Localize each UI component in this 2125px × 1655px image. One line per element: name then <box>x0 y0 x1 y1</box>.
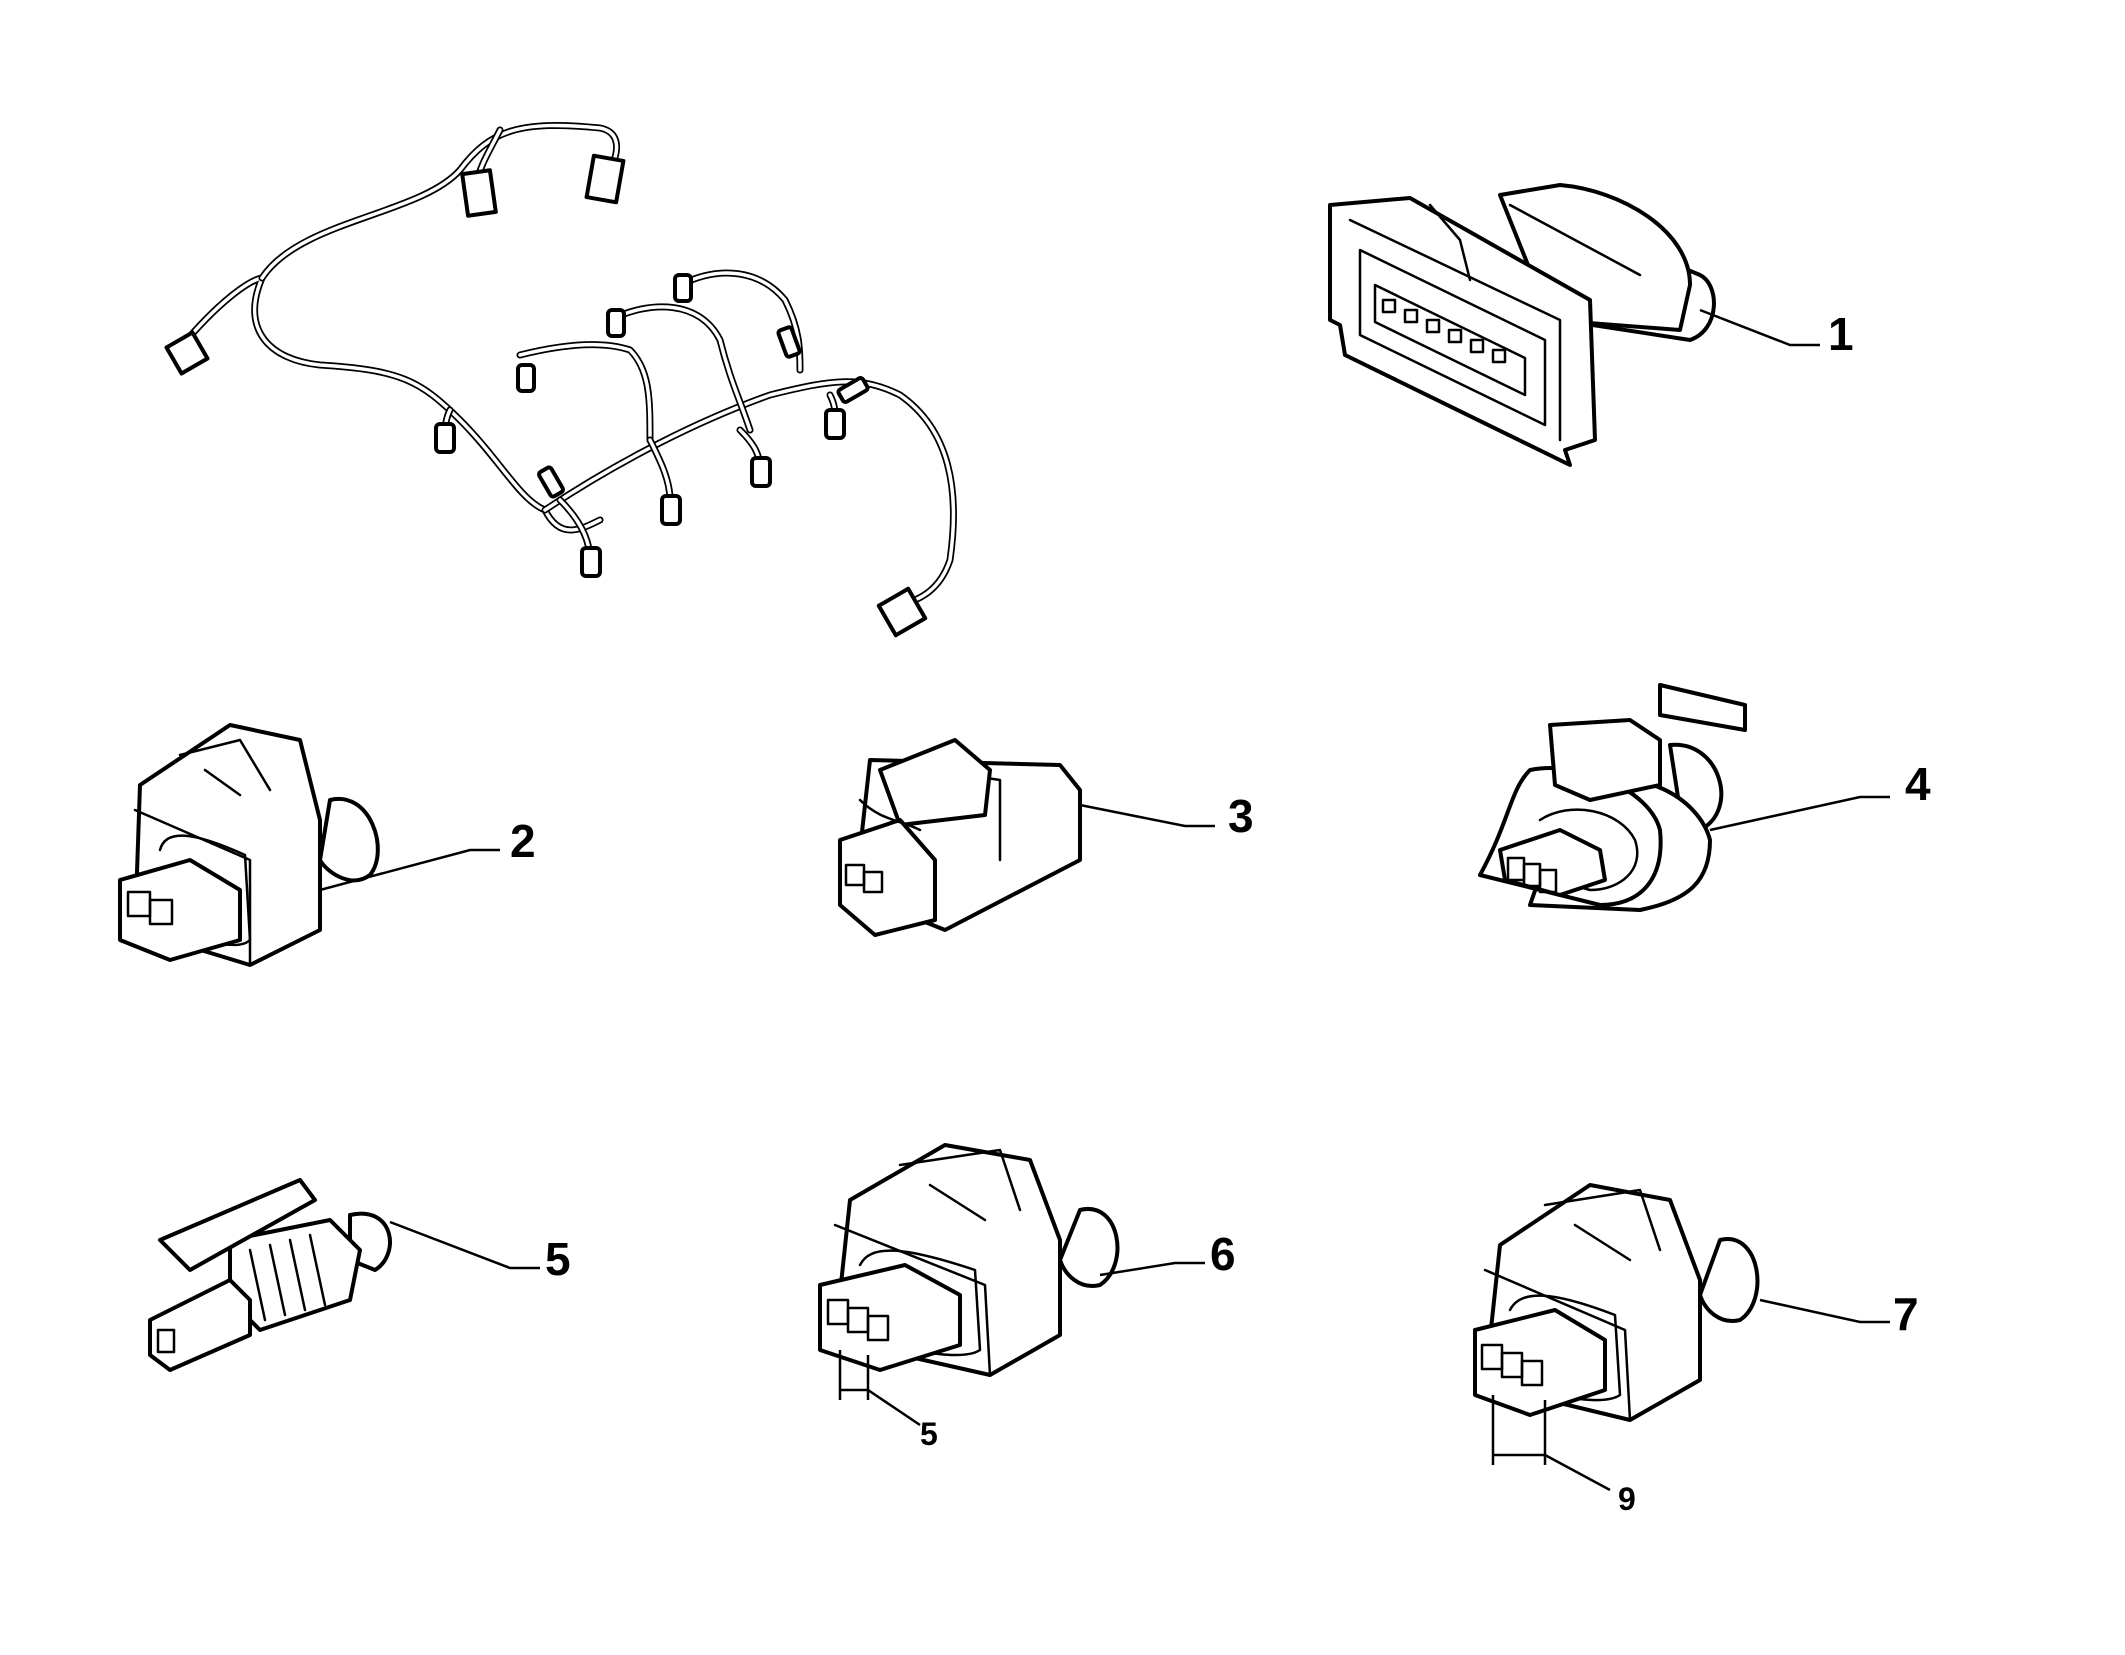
callout-3: 3 <box>1228 790 1254 842</box>
part-3-pins <box>844 863 884 894</box>
dimension-label-part-7: 9 <box>1618 1481 1636 1517</box>
wiring-harness <box>164 121 957 638</box>
connector-part-7 <box>1473 1183 1760 1492</box>
part-7-dimension <box>1491 1395 1611 1492</box>
part-6-pins <box>826 1298 890 1342</box>
callout-1: 1 <box>1828 308 1854 360</box>
part-2-pins <box>126 890 174 926</box>
connector-part-1 <box>1328 183 1716 467</box>
part-4-pins <box>1506 856 1558 894</box>
leader-lines <box>319 308 1890 1324</box>
connector-part-4 <box>1478 683 1747 912</box>
part-6-dimension <box>838 1350 921 1427</box>
connector-part-2 <box>118 723 380 967</box>
part-7-pins <box>1480 1343 1544 1387</box>
part-5-pin <box>156 1328 176 1354</box>
callout-4: 4 <box>1905 758 1931 810</box>
callout-6: 6 <box>1210 1228 1236 1280</box>
dimension-label-part-6: 5 <box>920 1416 938 1452</box>
part-1-pins <box>1381 298 1507 364</box>
callout-labels: 1 2 3 4 5 6 7 5 9 <box>510 308 1931 1517</box>
callout-2: 2 <box>510 815 536 867</box>
connector-part-6 <box>818 1143 1120 1427</box>
harness-wires <box>176 121 957 609</box>
callout-7: 7 <box>1893 1288 1919 1340</box>
callout-5: 5 <box>545 1233 571 1285</box>
connector-part-3 <box>838 738 1082 937</box>
harness-connector-heads <box>164 153 928 638</box>
connector-part-5 <box>148 1178 392 1372</box>
